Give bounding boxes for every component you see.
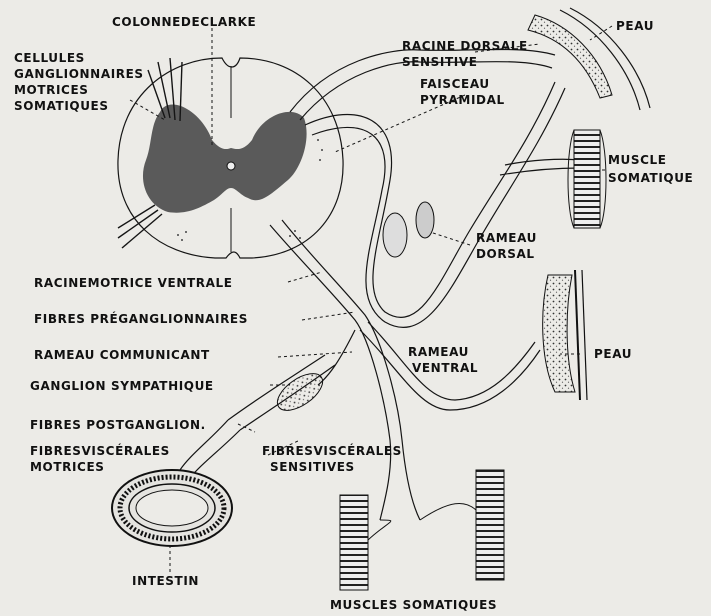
label-visc-motrices-2: MOTRICES: [30, 460, 104, 474]
label-muscle-1: MUSCLE: [608, 153, 667, 167]
grey-matter: [143, 105, 307, 213]
label-rameau-ventral-1: RAMEAU: [408, 345, 469, 359]
ventral-rootlets: [118, 205, 162, 248]
label-intestin: INTESTIN: [132, 574, 199, 588]
label-cellules-2: GANGLIONNAIRES: [14, 67, 144, 81]
label-rameau-ventral-2: VENTRAL: [412, 361, 478, 375]
label-cellules-3: MOTRICES: [14, 83, 88, 97]
skin-right: [543, 270, 587, 400]
label-cellules-4: SOMATIQUES: [14, 99, 109, 113]
label-muscle-2: SOMATIQUE: [608, 171, 693, 185]
label-cellules-1: CELLULES: [14, 51, 85, 65]
label-faisceau-2: PYRAMIDAL: [420, 93, 505, 107]
label-ganglion-sympathique: GANGLION SYMPATHIQUE: [30, 379, 214, 393]
label-visc-motrices-1: FIBRESVISCÉRALES: [30, 443, 170, 458]
label-faisceau-1: FAISCEAU: [420, 77, 490, 91]
intestine: [112, 470, 232, 546]
label-peau-top: PEAU: [616, 19, 654, 33]
label-rameau-dorsal-2: DORSAL: [476, 247, 535, 261]
label-racine-dorsale-2: SENSITIVE: [402, 55, 478, 69]
label-racine-dorsale-1: RACINE DORSALE: [402, 39, 528, 53]
label-peau-right: PEAU: [594, 347, 632, 361]
label-fibres-preganglionnaires: FIBRES PRÉGANGLIONNAIRES: [34, 311, 248, 326]
label-rameau-communicant: RAMEAU COMMUNICANT: [34, 348, 210, 362]
label-muscles-somatiques: MUSCLES SOMATIQUES: [330, 598, 497, 612]
label-visc-sensitives-1: FIBRESVISCÉRALES: [262, 443, 402, 458]
label-fibres-postganglion: FIBRES POSTGANGLION.: [30, 418, 206, 432]
label-visc-sensitives-2: SENSITIVES: [270, 460, 355, 474]
muscles-bottom: [340, 470, 504, 590]
label-racine-motrice: RACINEMOTRICE VENTRALE: [34, 276, 233, 290]
label-colonne-de-clarke: COLONNEDECLARKE: [112, 15, 256, 29]
label-rameau-dorsal-1: RAMEAU: [476, 231, 537, 245]
muscle-right: [568, 130, 606, 228]
spinal-cord: [118, 58, 343, 258]
